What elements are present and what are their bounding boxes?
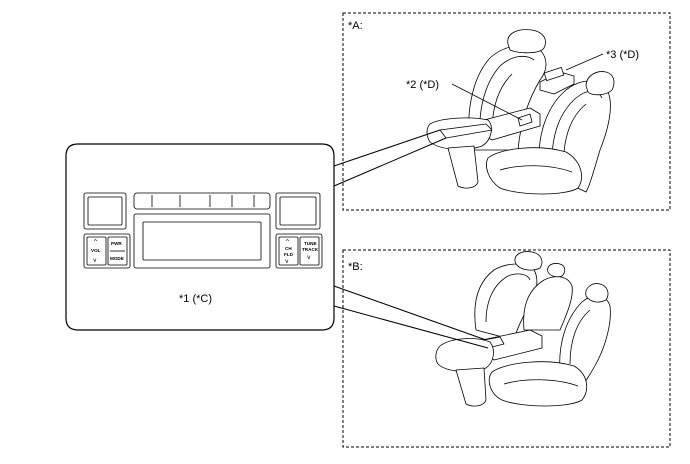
callout-1-label: *1 (*C)	[179, 293, 212, 305]
vol-up-arrow-icon: ^	[93, 239, 98, 246]
panel-b-label: *B:	[348, 261, 363, 273]
part-3-control-a	[543, 67, 565, 81]
callout-2-label: *2 (*D)	[406, 79, 439, 91]
panel-b-frame	[342, 249, 671, 448]
callout-line-3	[565, 53, 604, 71]
tune-down-arrow-icon: v	[307, 254, 311, 261]
track-label: TRACK	[302, 247, 319, 252]
ch-label: CH	[285, 246, 292, 251]
preset-button-strip	[133, 192, 271, 210]
panel-a-frame	[342, 12, 671, 211]
rear-control-panel	[83, 192, 323, 269]
ch-up-arrow-icon: ^	[285, 239, 290, 246]
fld-label: FLD	[284, 252, 294, 257]
tune-label: TUNE	[304, 241, 317, 246]
vol-label: VOL	[91, 248, 101, 253]
connector-b-lower	[333, 305, 489, 349]
connector-b-upper	[333, 285, 487, 341]
rear-seat-illustration-b	[435, 251, 611, 407]
connector-a-lower	[333, 137, 447, 187]
mode-label: MODE	[110, 256, 124, 261]
callout-line-2	[451, 83, 523, 121]
panel-a-label: *A:	[348, 20, 363, 32]
ch-down-arrow-icon: v	[285, 258, 289, 265]
rear-seat-illustration-a	[426, 29, 615, 195]
pwr-label: PWR	[111, 241, 122, 246]
callout-3-label: *3 (*D)	[606, 49, 639, 61]
vol-down-arrow-icon: v	[93, 257, 97, 264]
connector-a-upper	[333, 129, 441, 167]
